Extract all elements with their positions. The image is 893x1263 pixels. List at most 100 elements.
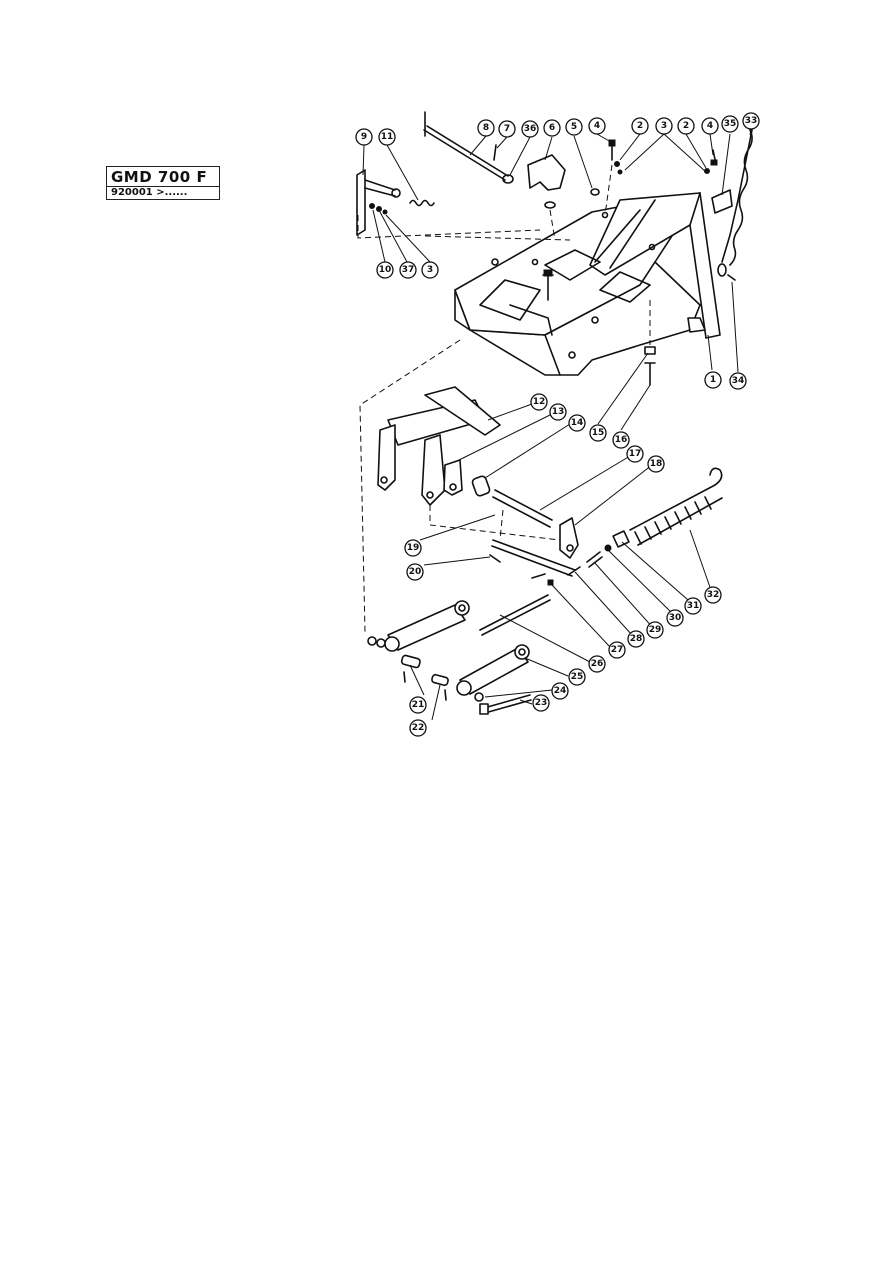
part-3-washer-left [382, 209, 388, 215]
model-title: GMD 700 F [111, 168, 208, 186]
callout-label: 22 [412, 723, 425, 733]
part-9-lever [356, 169, 401, 236]
callout-2-left: 2 [631, 117, 649, 135]
callout-30: 30 [666, 609, 684, 627]
part-3-washer [617, 169, 623, 175]
callout-label: 10 [379, 265, 392, 275]
part-17-shaft [492, 489, 553, 528]
part-36-washer [502, 174, 514, 184]
part-10-washer [369, 203, 375, 209]
part-6-nut [544, 201, 556, 209]
callout-label: 5 [571, 122, 577, 132]
callout-24: 24 [551, 682, 569, 700]
part-25-cylinder-lower [456, 644, 530, 696]
callout-label: 2 [683, 121, 689, 131]
part-21-clip [403, 671, 406, 683]
part-15-nut [644, 346, 656, 355]
callout-20: 20 [406, 563, 424, 581]
callout-35: 35 [721, 115, 739, 133]
part-35-plate [711, 189, 733, 214]
model-serial-range: 920001 >...... [111, 187, 188, 198]
assembly-lines [357, 164, 651, 633]
part-20-pin [489, 554, 501, 563]
part-12-bracket [377, 386, 501, 491]
part-19-shaft [491, 539, 576, 577]
callout-22: 22 [409, 719, 427, 737]
callout-label: 19 [407, 543, 420, 553]
part-33-chain [721, 129, 753, 266]
part-21-pin [400, 654, 421, 669]
callout-33: 33 [742, 112, 760, 130]
callout-23: 23 [532, 694, 550, 712]
callout-18: 18 [647, 455, 665, 473]
callout-5: 5 [565, 118, 583, 136]
part-33-shackle [717, 263, 727, 277]
part-32-spring [629, 467, 723, 546]
part-30-washer [604, 544, 612, 552]
part-6-bracket [527, 154, 566, 191]
callout-label: 4 [707, 121, 713, 131]
callout-10: 10 [376, 261, 394, 279]
callout-label: 36 [524, 124, 537, 134]
callout-label: 37 [402, 265, 415, 275]
callout-label: 17 [629, 449, 642, 459]
callout-label: 30 [669, 613, 682, 623]
callout-label: 3 [661, 121, 667, 131]
part-25-cylinder-upper [384, 600, 470, 652]
callout-label: 29 [649, 625, 662, 635]
callout-label: 33 [745, 116, 758, 126]
part-2-nut [614, 161, 620, 167]
callout-13: 13 [549, 403, 567, 421]
callout-label: 2 [637, 121, 643, 131]
part-washer-left-2 [376, 638, 386, 648]
callout-17: 17 [626, 445, 644, 463]
callout-27: 27 [608, 641, 626, 659]
callout-6: 6 [543, 119, 561, 137]
part-7-pin [493, 144, 497, 161]
callout-label: 25 [571, 672, 584, 682]
callout-16: 16 [612, 431, 630, 449]
callout-label: 31 [687, 601, 700, 611]
part-washer-left [367, 636, 377, 646]
callout-label: 16 [615, 435, 628, 445]
part-8-rod [423, 111, 509, 181]
callout-12: 12 [530, 393, 548, 411]
callout-31: 31 [684, 597, 702, 615]
callout-11: 11 [378, 128, 396, 146]
callout-label: 3 [427, 265, 433, 275]
callout-14: 14 [568, 414, 586, 432]
callout-15: 15 [589, 424, 607, 442]
callout-label: 8 [483, 123, 489, 133]
callout-label: 20 [409, 567, 422, 577]
callout-label: 11 [381, 132, 394, 142]
part-24-washer [474, 692, 484, 702]
model-label-box: GMD 700 F 920001 >...... [106, 166, 220, 200]
callout-label: 12 [533, 397, 546, 407]
callout-4-left: 4 [588, 117, 606, 135]
part-37-washer [376, 206, 382, 212]
part-5-washer [590, 188, 600, 196]
part-22-pin [431, 673, 449, 687]
callout-label: 23 [535, 698, 548, 708]
part-22-clip [444, 689, 447, 701]
callout-label: 32 [707, 590, 720, 600]
part-28-pin [567, 566, 581, 576]
callout-3-top: 3 [655, 117, 673, 135]
part-14-bush [471, 475, 491, 497]
callout-21: 21 [409, 696, 427, 714]
callout-label: 13 [552, 407, 565, 417]
callout-label: 14 [571, 418, 584, 428]
callout-label: 34 [732, 376, 745, 386]
part-27-nut [547, 579, 554, 586]
callout-label: 26 [591, 659, 604, 669]
callout-8: 8 [477, 119, 495, 137]
callout-label: 28 [630, 634, 643, 644]
callout-9: 9 [355, 128, 373, 146]
callout-1: 1 [704, 371, 722, 389]
callout-2-right: 2 [677, 117, 695, 135]
callout-19: 19 [404, 539, 422, 557]
callout-label: 7 [504, 124, 510, 134]
callout-label: 21 [412, 700, 425, 710]
callout-label: 24 [554, 686, 567, 696]
